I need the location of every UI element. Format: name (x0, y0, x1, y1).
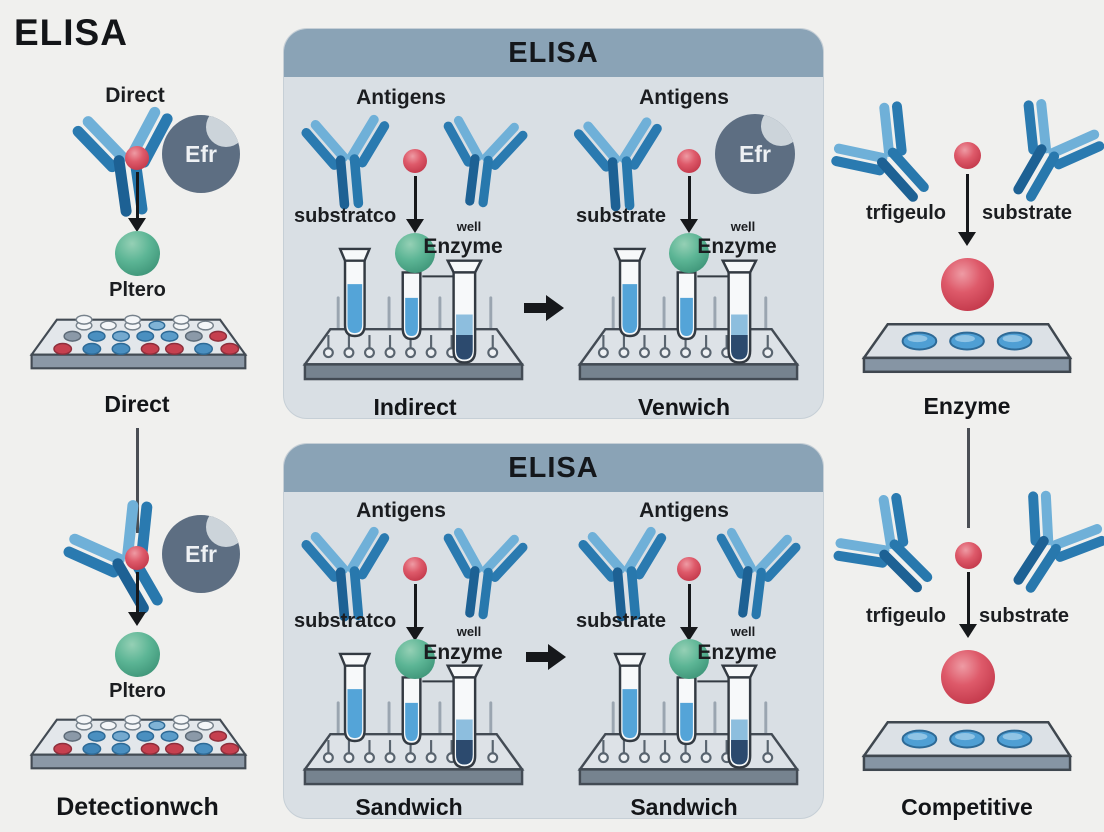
enzyme-sphere-icon (669, 639, 709, 679)
down-arrow-icon (679, 176, 699, 233)
enzyme-sphere-icon (115, 231, 160, 276)
substrate-label: substrate (981, 202, 1073, 224)
connector-line (136, 428, 139, 533)
elisa-panel-bottom: ELISA Antigens substratco well Enzyme Sa… (283, 443, 824, 820)
well-label: well (730, 624, 756, 639)
direct-label: Direct (105, 84, 165, 107)
trfigeulo-label: trfigeulo (866, 605, 946, 627)
enzyme-sphere-icon (395, 639, 435, 679)
circle-notch (761, 114, 795, 146)
product-sphere-icon (941, 650, 995, 704)
well-label: well (456, 624, 482, 639)
antigen-sphere-icon (125, 546, 149, 570)
three-well-plate-icon (858, 318, 1076, 380)
page-title: ELISA (14, 12, 128, 53)
antibody-icon (977, 470, 1104, 621)
product-label: Pltero (109, 680, 166, 702)
antigen-sphere-icon (955, 542, 982, 569)
antibody-icon (430, 99, 535, 221)
microplate-icon (25, 310, 250, 378)
down-arrow-icon (127, 572, 147, 626)
enzyme-sphere-icon (395, 233, 435, 273)
venwich-caption: Venwich (637, 394, 731, 420)
antibody-icon (430, 511, 535, 633)
detection-caption: Detectionwch (56, 793, 219, 821)
right-arrow-icon (526, 644, 566, 670)
right-arrow-icon (524, 295, 564, 321)
elisa-panel-top: ELISA Antigens substratco well Enzyme In… (283, 28, 824, 420)
antigens-label: Antigens (356, 86, 446, 109)
antigen-sphere-icon (403, 557, 427, 581)
enzyme-sphere-icon (115, 632, 160, 677)
well-label: well (456, 219, 482, 234)
enzyme-circle-label: Efr (185, 540, 217, 567)
sandwich-caption: Sandwich (355, 794, 463, 820)
competitive-caption: Competitive (901, 794, 1033, 820)
down-arrow-icon (405, 584, 425, 641)
product-label: Pltero (109, 279, 166, 301)
enzyme-sphere-icon (669, 233, 709, 273)
antibody-icon (568, 103, 672, 221)
substrate-label: substrate (978, 605, 1070, 627)
enzyme-circle: Efr (162, 515, 240, 593)
substrate-label: substratco (294, 205, 397, 227)
connector-line (967, 428, 970, 528)
down-arrow-icon (958, 572, 978, 638)
antigen-sphere-icon (677, 149, 701, 173)
enzyme-circle: Efr (715, 114, 795, 194)
product-sphere-icon (941, 258, 994, 311)
substrate-label: substrate (575, 205, 667, 227)
antigen-sphere-icon (954, 142, 981, 169)
panel-header: ELISA (284, 444, 823, 492)
antibody-icon (295, 100, 400, 220)
three-well-plate-icon (858, 716, 1076, 778)
substrate-label: substrate (575, 610, 667, 632)
substrate-label: substratco (294, 610, 397, 632)
enzyme-label: Enzyme (697, 641, 777, 664)
microplate-icon (25, 710, 250, 778)
antibody-icon (703, 511, 808, 633)
panel-title: ELISA (508, 451, 599, 484)
enzyme-circle: Efr (162, 115, 240, 193)
antigen-sphere-icon (125, 146, 149, 170)
enzyme-label: Enzyme (697, 235, 777, 258)
circle-notch (206, 115, 240, 147)
enzyme-label: Enzyme (423, 641, 503, 664)
enzyme-label: Enzyme (423, 235, 503, 258)
down-arrow-icon (127, 172, 147, 232)
antigens-label: Antigens (356, 499, 446, 522)
enzyme-caption: Enzyme (923, 393, 1011, 419)
trfigeulo-label: trfigeulo (866, 202, 946, 224)
direct-caption: Direct (104, 391, 170, 417)
circle-notch (206, 515, 240, 547)
well-label: well (730, 219, 756, 234)
antigen-sphere-icon (403, 149, 427, 173)
indirect-caption: Indirect (373, 394, 457, 420)
antigen-sphere-icon (677, 557, 701, 581)
antigens-label: Antigens (639, 86, 729, 109)
down-arrow-icon (679, 584, 699, 641)
antigens-label: Antigens (639, 499, 729, 522)
down-arrow-icon (957, 174, 977, 246)
antibody-icon (814, 473, 966, 625)
panel-title: ELISA (508, 36, 599, 69)
down-arrow-icon (405, 176, 425, 233)
panel-header: ELISA (284, 29, 823, 77)
enzyme-circle-label: Efr (185, 140, 217, 167)
enzyme-circle-label: Efr (739, 140, 771, 167)
sandwich-caption: Sandwich (630, 794, 738, 820)
